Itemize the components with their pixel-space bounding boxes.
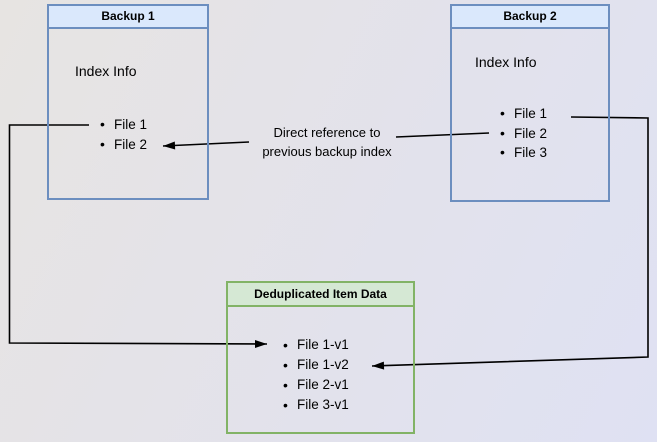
- list-item: File 1: [100, 115, 147, 135]
- backup1-box: Backup 1 Index Info File 1 File 2: [47, 4, 209, 200]
- list-item: File 3-v1: [283, 395, 349, 415]
- list-item: File 1: [500, 104, 547, 124]
- backup1-title: Backup 1: [49, 6, 207, 29]
- backup2-title: Backup 2: [452, 6, 608, 29]
- list-item: File 1-v1: [283, 335, 349, 355]
- backup1-file-list: File 1 File 2: [100, 115, 147, 154]
- backup1-subtitle: Index Info: [75, 63, 137, 79]
- dedup-file-list: File 1-v1 File 1-v2 File 2-v1 File 3-v1: [283, 335, 349, 415]
- dedup-title: Deduplicated Item Data: [228, 283, 413, 307]
- backup2-subtitle: Index Info: [475, 54, 537, 70]
- backup2-box: Backup 2 Index Info File 1 File 2 File 3: [450, 4, 610, 202]
- list-item: File 2: [100, 135, 147, 155]
- backup2-file-list: File 1 File 2 File 3: [500, 104, 547, 163]
- deduplicated-item-data-box: Deduplicated Item Data File 1-v1 File 1-…: [226, 281, 415, 434]
- list-item: File 2-v1: [283, 375, 349, 395]
- list-item: File 1-v2: [283, 355, 349, 375]
- direct-reference-label-line1: Direct reference to: [273, 125, 381, 140]
- list-item: File 3: [500, 143, 547, 163]
- direct-reference-label: Direct reference to previous backup inde…: [217, 123, 437, 161]
- direct-reference-label-line2: previous backup index: [262, 144, 392, 159]
- list-item: File 2: [500, 124, 547, 144]
